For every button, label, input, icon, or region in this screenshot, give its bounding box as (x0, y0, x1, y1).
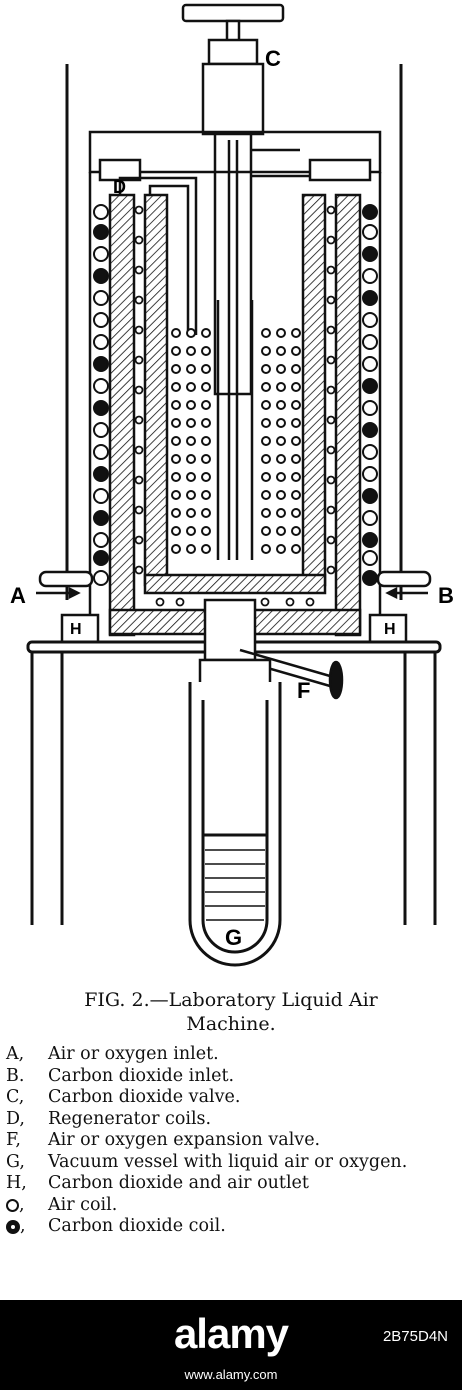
legend-item-c: C, Carbon dioxide valve. (6, 1087, 458, 1109)
vacuum-vessel (188, 682, 282, 967)
inlet-pipes (36, 570, 432, 645)
legend-item-a: A, Air or oxygen inlet. (6, 1044, 458, 1066)
legend-key: , (6, 1195, 48, 1217)
site-url: www.alamy.com (184, 1367, 278, 1382)
label-c: C (265, 46, 281, 71)
legend-text: Air or oxygen expansion valve. (48, 1130, 321, 1150)
legend-item-g: G, Vacuum vessel with liquid air or oxyg… (6, 1152, 458, 1174)
wall-coils (134, 205, 336, 607)
legend-key: H, (6, 1173, 27, 1193)
legend-text: Carbon dioxide valve. (48, 1087, 241, 1107)
label-a: A (10, 583, 26, 608)
legend-item-co2-coil: , Carbon dioxide coil. (6, 1216, 458, 1238)
brand-logo: alamy (173, 1310, 289, 1357)
legend-item-f: F, Air or oxygen expansion valve. (6, 1130, 458, 1152)
legend-key: , (6, 1216, 48, 1238)
figure-caption: FIG. 2.—Laboratory Liquid Air Machine. (0, 988, 462, 1036)
co2-valve (181, 3, 285, 560)
legend-key: D, (6, 1108, 25, 1129)
label-d: D (113, 177, 126, 197)
inner-coils (171, 328, 301, 554)
support-rods (30, 64, 437, 925)
legend-key: A, (6, 1044, 25, 1064)
label-h-left: H (70, 621, 82, 638)
legend: A, Air or oxygen inlet. B. Carbon dioxid… (6, 1044, 458, 1238)
regenerator-coils (118, 176, 254, 560)
legend-key: F, (6, 1130, 21, 1150)
legend-key-comma: , (20, 1216, 26, 1236)
housing (88, 130, 382, 630)
legend-text: Vacuum vessel with liquid air or oxygen. (48, 1151, 408, 1172)
label-b: B (438, 583, 454, 608)
liquid-air-machine-diagram: A B C D F G H H (10, 3, 454, 967)
legend-key-comma: , (19, 1194, 25, 1215)
legend-item-d: D, Regenerator coils. (6, 1109, 458, 1131)
outer-coils (93, 204, 378, 586)
caption-line-1: FIG. 2.—Laboratory Liquid Air (84, 989, 378, 1011)
legend-text: Carbon dioxide and air outlet (48, 1173, 309, 1193)
legend-item-b: B. Carbon dioxide inlet. (6, 1066, 458, 1088)
image-id: 2B75D4N (382, 1328, 448, 1345)
caption-line-2: Machine. (186, 1013, 276, 1035)
legend-item-h: H, Carbon dioxide and air outlet (6, 1173, 458, 1195)
legend-text: Air coil. (48, 1194, 118, 1215)
legend-text: Regenerator coils. (48, 1108, 212, 1129)
open-circle-icon (6, 1198, 19, 1212)
label-f: F (297, 678, 310, 703)
stock-watermark-footer: alamy 2B75D4N www.alamy.com (0, 1300, 462, 1390)
filled-circle-icon (6, 1219, 20, 1234)
legend-text: Carbon dioxide inlet. (48, 1065, 235, 1086)
legend-text: Carbon dioxide coil. (48, 1216, 226, 1236)
label-h-right: H (384, 621, 396, 638)
legend-item-air-coil: , Air coil. (6, 1195, 458, 1217)
legend-key: B. (6, 1065, 25, 1086)
legend-key: G, (6, 1151, 25, 1172)
legend-text: Air or oxygen inlet. (48, 1044, 219, 1064)
label-g: G (225, 925, 242, 950)
insulation-walls (108, 193, 362, 637)
legend-key: C, (6, 1087, 25, 1107)
